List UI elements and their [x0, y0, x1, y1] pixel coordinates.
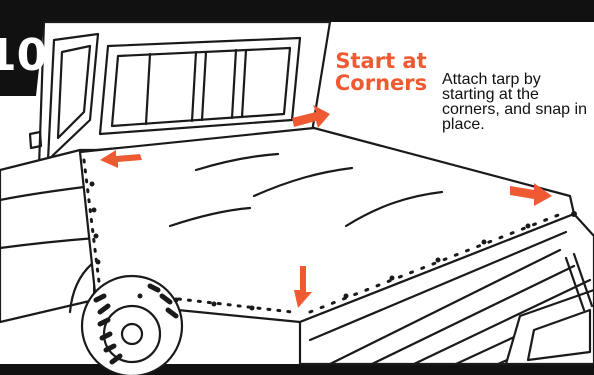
arrow-down-icon [294, 266, 312, 308]
tarp-wrinkle [344, 190, 444, 228]
snap-dots [89, 181, 577, 311]
step-number-block [0, 22, 44, 96]
heading-line-1: Start at [335, 49, 427, 73]
bottom-banner [0, 364, 594, 375]
tailgate [504, 288, 594, 366]
arrow-right-icon [510, 183, 552, 206]
tarp-wrinkle [252, 166, 354, 198]
top-banner [0, 0, 594, 22]
tarp-wrinkle [194, 152, 280, 172]
step-heading: Start at Corners [326, 50, 436, 94]
rear-wheel [80, 274, 184, 375]
arrow-left-icon [100, 150, 142, 168]
rear-window-pillars [144, 48, 248, 126]
tailgate-strap [564, 252, 594, 312]
bed-rail [308, 230, 568, 342]
wheel-rim [102, 304, 162, 364]
body-crease [0, 184, 94, 202]
tailgate-panel [526, 308, 592, 362]
tarp-snap-row-right [308, 210, 568, 314]
bed-ribs [328, 248, 594, 366]
tire-tread [93, 283, 179, 365]
rear-window-inner [110, 46, 292, 128]
side-window-inner [56, 44, 92, 140]
body-crease-lower [0, 236, 98, 250]
instruction-text: Attach tarp by starting at the corners, … [442, 71, 587, 133]
arrow-right-icon [292, 105, 330, 128]
door-handle [28, 130, 43, 150]
tarp-wrinkle [168, 206, 252, 228]
wheel-hub [120, 322, 144, 346]
step-number: 10 [0, 30, 48, 81]
heading-line-2: Corners [334, 71, 428, 95]
